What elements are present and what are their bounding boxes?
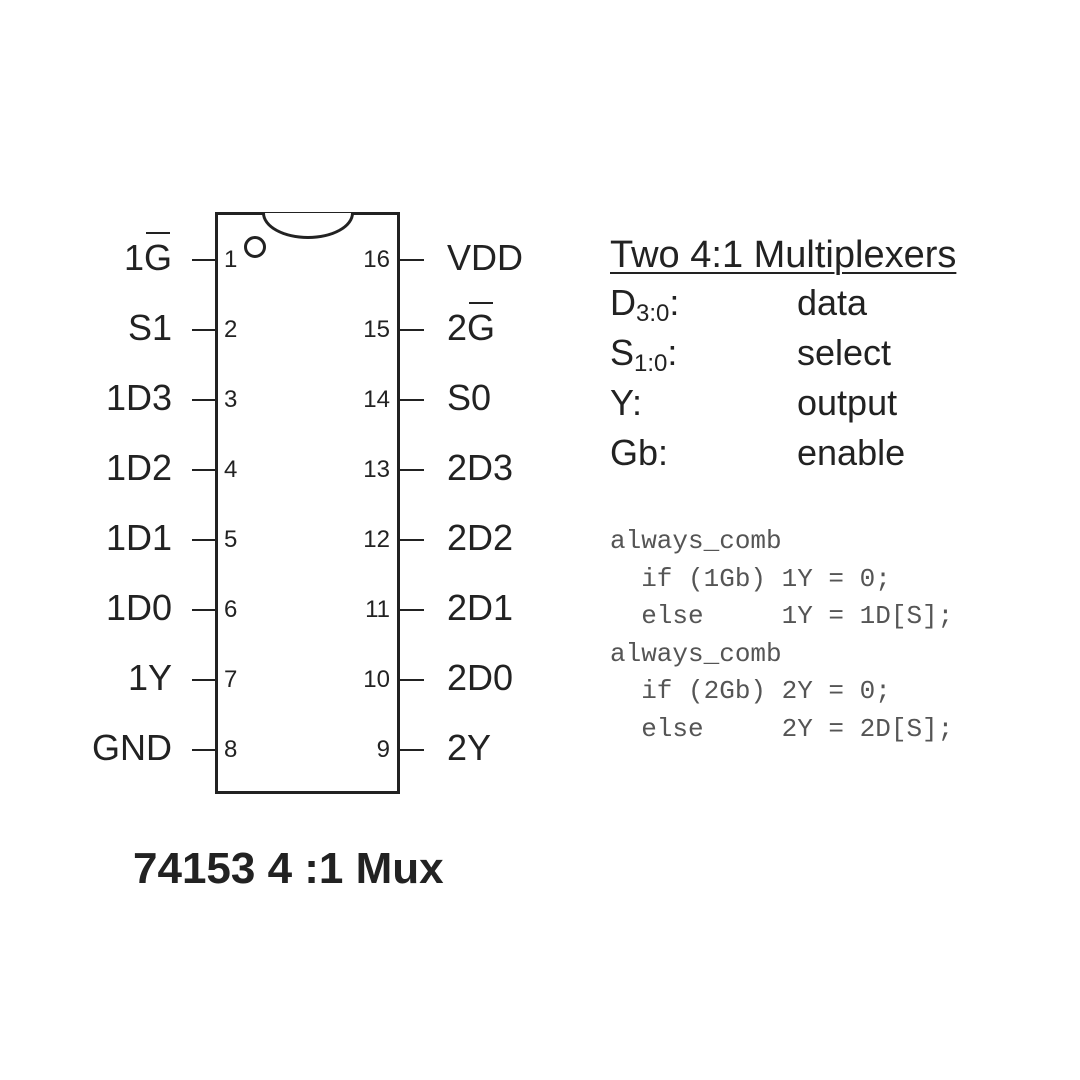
pin-number-10: 10 — [363, 666, 390, 693]
pin-name-11: 2D1 — [447, 587, 514, 628]
pin-lead — [400, 469, 424, 471]
legend-symbol-select: S1:0: — [610, 332, 678, 377]
ic-chip-body — [215, 212, 400, 794]
pin-number-16: 16 — [363, 246, 390, 273]
pin-name-10: 2D0 — [447, 657, 514, 698]
pin-lead — [400, 329, 424, 331]
legend-desc-enable: enable — [797, 432, 906, 473]
pin-lead — [400, 679, 424, 681]
pin-name-4: 1D2 — [105, 447, 172, 488]
pin-name-5: 1D1 — [105, 517, 172, 558]
pin-lead — [192, 679, 215, 681]
pin-number-5: 5 — [224, 526, 238, 553]
code-line: always_comb — [610, 638, 782, 669]
code-line: else 2Y = 2D[S]; — [610, 713, 954, 744]
pin-lead — [192, 469, 215, 471]
legend-desc-select: select — [797, 332, 892, 373]
pin1-indicator-dot — [244, 236, 266, 258]
pin-number-7: 7 — [224, 666, 238, 693]
pin-number-12: 12 — [363, 526, 390, 553]
legend-desc-output: output — [797, 382, 898, 423]
pin-name-16: VDD — [447, 237, 524, 278]
pin-name-15: 2G — [447, 302, 496, 348]
pin-number-11: 11 — [365, 596, 390, 623]
pin-number-2: 2 — [224, 316, 238, 343]
pin-lead — [192, 399, 215, 401]
code-line: else 1Y = 1D[S]; — [610, 601, 954, 631]
legend-symbol-output: Y: — [610, 382, 643, 423]
pin-number-15: 15 — [363, 316, 390, 343]
code-line: if (1Gb) 1Y = 0; — [610, 563, 891, 594]
pin-number-1: 1 — [224, 246, 238, 273]
legend-symbol-data: D3:0: — [610, 282, 680, 327]
pin-name-2: S1 — [127, 307, 172, 348]
pin-number-3: 3 — [224, 386, 238, 413]
pin-name-9: 2Y — [447, 727, 492, 768]
pin-lead — [400, 399, 424, 401]
pin-number-6: 6 — [224, 596, 238, 623]
pin-lead — [400, 259, 424, 261]
pin-number-9: 9 — [376, 736, 390, 763]
pin-name-12: 2D2 — [447, 517, 514, 558]
pin-name-3: 1D3 — [105, 377, 172, 418]
pin-number-14: 14 — [363, 386, 390, 413]
legend-symbol-enable: Gb: — [610, 432, 669, 473]
pin-name-1: 1G — [123, 232, 172, 278]
pin-lead — [192, 329, 215, 331]
pin-lead — [192, 539, 215, 541]
pin-number-8: 8 — [224, 736, 238, 763]
pin-name-6: 1D0 — [105, 587, 172, 628]
code-line: always_comb — [610, 526, 782, 556]
pin-name-8: GND — [92, 727, 172, 768]
pin-lead — [400, 609, 424, 611]
code-line: if (2Gb) 2Y = 0; — [610, 676, 891, 706]
pin-number-4: 4 — [224, 456, 238, 483]
pin-lead — [400, 749, 424, 751]
pin-number-13: 13 — [363, 456, 390, 483]
pin-name-7: 1Y — [127, 657, 172, 698]
legend-title: Two 4:1 Multiplexers — [610, 234, 957, 276]
pin-lead — [192, 609, 215, 611]
pin-lead — [192, 749, 215, 751]
pin-lead — [400, 539, 424, 541]
pin-name-14: S0 — [447, 377, 492, 418]
chip-title: 74153 4 :1 Mux — [133, 844, 444, 893]
pin-lead — [192, 259, 215, 261]
code-block: always_comb if (1Gb) 1Y = 0; else 1Y = 1… — [610, 523, 953, 748]
pin-name-13: 2D3 — [447, 447, 514, 488]
legend-desc-data: data — [797, 282, 868, 323]
